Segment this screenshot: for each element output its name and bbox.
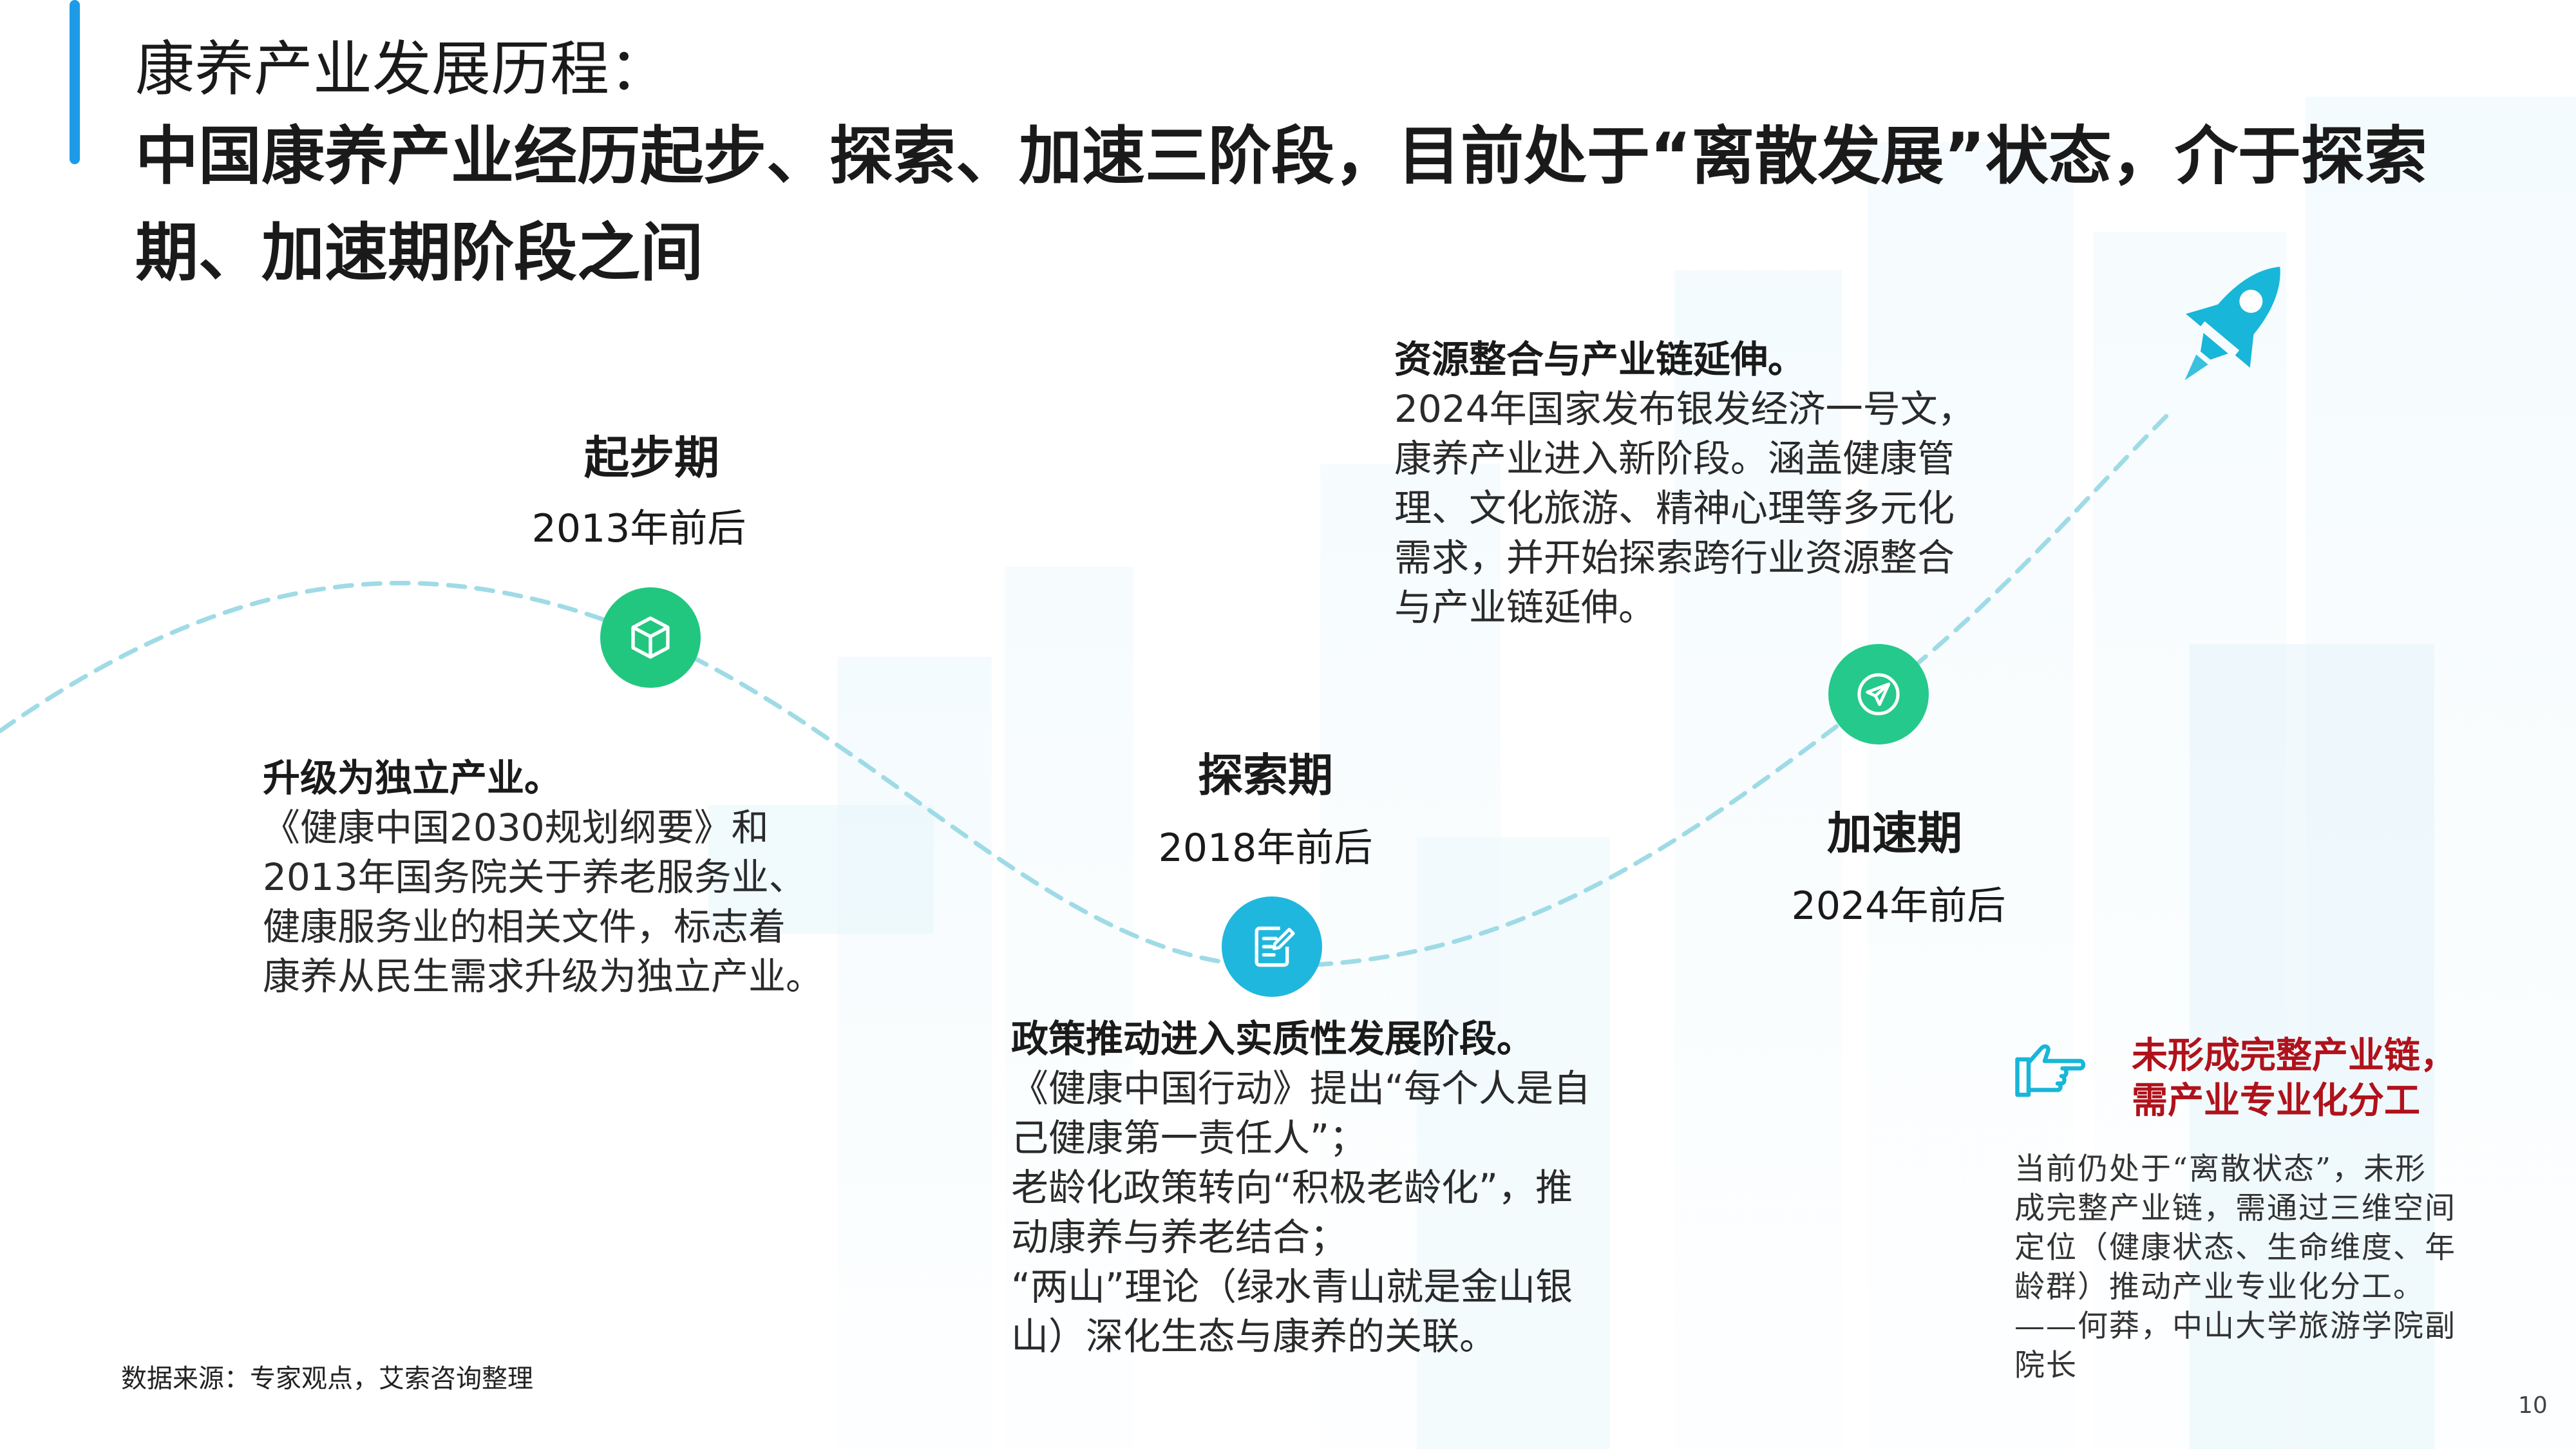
document-edit-icon <box>1255 926 1295 967</box>
stage-1-node <box>600 587 701 688</box>
stage-3-desc-line: 与产业链延伸。 <box>1394 585 1656 629</box>
stage-1-date: 2013年前后 <box>531 506 746 551</box>
note-body-line: 龄群）推动产业专业化分工。 <box>2014 1269 2425 1305</box>
pointing-hand-icon <box>2015 1044 2086 1097</box>
stage-2-desc-line: 动康养与养老结合； <box>1011 1215 1348 1259</box>
stage-3-node <box>1828 644 1929 744</box>
stage-2-desc-line: “两山”理论（绿水青山就是金山银 <box>1011 1265 1573 1309</box>
note-body: 当前仍处于“离散状态”，未形 成完整产业链，需通过三维空间 定位（健康状态、生命… <box>2014 1150 2504 1385</box>
rocket-icon <box>2184 267 2280 381</box>
stage-1-description: 升级为独立产业。 《健康中国2030规划纲要》和 2013年国务院关于养老服务业… <box>263 753 823 1001</box>
stage-2-desc-head: 政策推动进入实质性发展阶段。 <box>1011 1017 1535 1061</box>
note-body-line: 定位（健康状态、生命维度、年 <box>2014 1230 2456 1265</box>
stage-2-description: 政策推动进入实质性发展阶段。 《健康中国行动》提出“每个人是自 己健康第一责任人… <box>1011 1014 1591 1361</box>
page-subtitle: 中国康养产业经历起步、探索、加速三阶段，目前处于“离散发展”状态，介于探索期、加… <box>135 120 2427 290</box>
stage-2-desc-line: 老龄化政策转向“积极老龄化”，推 <box>1011 1166 1573 1209</box>
stage-1-desc-head: 升级为独立产业。 <box>263 756 562 800</box>
note-heading: 未形成完整产业链， 需产业专业化分工 <box>2132 1034 2456 1124</box>
stage-1-desc-line: 康养从民生需求升级为独立产业。 <box>263 954 824 998</box>
stage-2-desc-line: 《健康中国行动》提出“每个人是自 <box>1011 1066 1591 1110</box>
stage-3-desc-line: 康养产业进入新阶段。涵盖健康管 <box>1394 437 1955 480</box>
stage-2-node <box>1222 896 1322 997</box>
accent-bar <box>70 0 80 164</box>
stage-1-name: 起步期 <box>584 431 719 484</box>
page-title: 康养产业发展历程： <box>135 35 669 104</box>
note-body-line: 当前仍处于“离散状态”，未形 <box>2014 1151 2427 1187</box>
paper-plane-icon <box>1857 673 1900 715</box>
stage-3-desc-head: 资源整合与产业链延伸。 <box>1394 337 1806 381</box>
note-heading-line: 未形成完整产业链， <box>2132 1035 2456 1077</box>
stage-3-name: 加速期 <box>1827 807 1962 860</box>
stage-3-desc-line: 理、文化旅游、精神心理等多元化 <box>1394 486 1955 530</box>
page-number: 10 <box>2518 1392 2548 1419</box>
stage-2-desc-line: 己健康第一责任人”； <box>1011 1116 1367 1160</box>
stage-3-desc-line: 2024年国家发布银发经济一号文， <box>1394 387 1975 431</box>
stage-1-desc-line: 《健康中国2030规划纲要》和 <box>263 806 769 849</box>
note-body-line: 成完整产业链，需通过三维空间 <box>2014 1191 2456 1226</box>
stage-3-desc-line: 需求，并开始探索跨行业资源整合 <box>1394 536 1955 580</box>
data-source-note: 数据来源：专家观点，艾索咨询整理 <box>121 1364 533 1394</box>
stage-1-desc-line: 健康服务业的相关文件，标志着 <box>263 905 786 949</box>
stage-2-name: 探索期 <box>1198 749 1333 802</box>
stage-1-desc-line: 2013年国务院关于养老服务业、 <box>263 855 806 899</box>
stage-2-date: 2018年前后 <box>1158 826 1373 871</box>
note-body-line: ——何莽，中山大学旅游学院副 <box>2014 1309 2456 1344</box>
note-heading-line: 需产业专业化分工 <box>2132 1080 2420 1122</box>
note-body-line: 院长 <box>2014 1348 2078 1383</box>
cube-icon <box>631 616 670 659</box>
stage-3-date: 2024年前后 <box>1791 884 2006 929</box>
stage-2-desc-line: 山）深化生态与康养的关联。 <box>1011 1314 1497 1358</box>
stage-3-description: 资源整合与产业链延伸。 2024年国家发布银发经济一号文， 康养产业进入新阶段。… <box>1394 335 1975 632</box>
